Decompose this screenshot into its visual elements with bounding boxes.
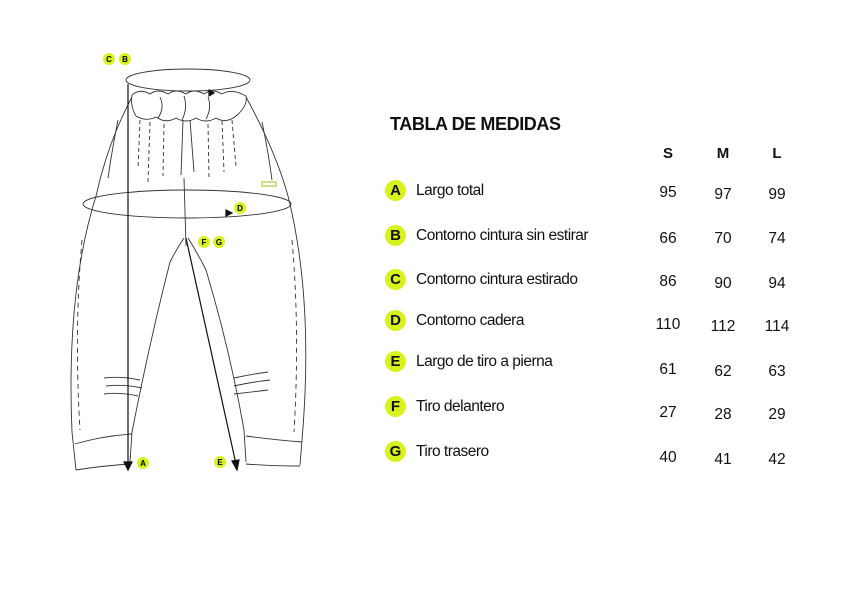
- value-l: 94: [768, 275, 786, 292]
- value-l: 42: [768, 451, 786, 468]
- size-header-m: M: [716, 145, 730, 162]
- measure-row-d: D Contorno cadera 110 112 114: [0, 310, 842, 340]
- value-l: 63: [768, 363, 786, 380]
- measure-label: Contorno cintura estirado: [416, 271, 578, 288]
- measure-letter-badge: D: [385, 310, 406, 331]
- measure-letter-badge: B: [385, 225, 406, 246]
- value-m: 28: [714, 406, 732, 423]
- value-m: 90: [714, 275, 732, 292]
- value-m: 70: [714, 230, 732, 247]
- value-s: 110: [655, 316, 681, 333]
- svg-text:B: B: [122, 55, 128, 64]
- svg-text:E: E: [217, 458, 223, 467]
- value-s: 61: [659, 361, 677, 378]
- measure-letter-badge: A: [385, 180, 406, 201]
- measure-letter-badge: C: [385, 269, 406, 290]
- value-s: 86: [659, 273, 677, 290]
- value-l: 99: [768, 186, 786, 203]
- svg-text:A: A: [140, 459, 146, 468]
- svg-text:F: F: [202, 238, 207, 247]
- measure-letter-badge: F: [385, 396, 406, 417]
- value-m: 97: [714, 186, 732, 203]
- value-m: 62: [714, 363, 732, 380]
- svg-text:C: C: [106, 55, 112, 64]
- value-s: 27: [659, 404, 677, 421]
- value-l: 114: [764, 318, 790, 335]
- measure-row-e: E Largo de tiro a pierna 61 62 63: [0, 351, 842, 381]
- measure-row-b: B Contorno cintura sin estirar 66 70 74: [0, 225, 842, 255]
- value-l: 74: [768, 230, 786, 247]
- measure-row-a: A Largo total 95 97 99: [0, 180, 842, 210]
- value-s: 66: [659, 230, 677, 247]
- measure-label: Tiro delantero: [416, 398, 505, 415]
- measure-letter-badge: G: [385, 441, 406, 462]
- measure-row-f: F Tiro delantero 27 28 29: [0, 396, 842, 426]
- svg-text:G: G: [216, 238, 222, 247]
- measure-label: Tiro trasero: [416, 443, 489, 460]
- measure-row-c: C Contorno cintura estirado 86 90 94: [0, 269, 842, 299]
- value-s: 95: [659, 184, 677, 201]
- measure-label: Contorno cintura sin estirar: [416, 227, 589, 244]
- svg-text:D: D: [237, 204, 243, 213]
- value-m: 112: [710, 318, 736, 335]
- value-m: 41: [714, 451, 732, 468]
- size-chart-title: TABLA DE MEDIDAS: [390, 114, 561, 134]
- size-header-s: S: [662, 145, 673, 162]
- measure-letter-badge: E: [385, 351, 406, 372]
- size-header-l: L: [772, 145, 782, 162]
- value-s: 40: [659, 449, 677, 466]
- measure-label: Largo total: [416, 182, 484, 199]
- measure-row-g: G Tiro trasero 40 41 42: [0, 441, 842, 471]
- measure-label: Contorno cadera: [416, 312, 524, 329]
- measure-label: Largo de tiro a pierna: [416, 353, 553, 370]
- value-l: 29: [768, 406, 786, 423]
